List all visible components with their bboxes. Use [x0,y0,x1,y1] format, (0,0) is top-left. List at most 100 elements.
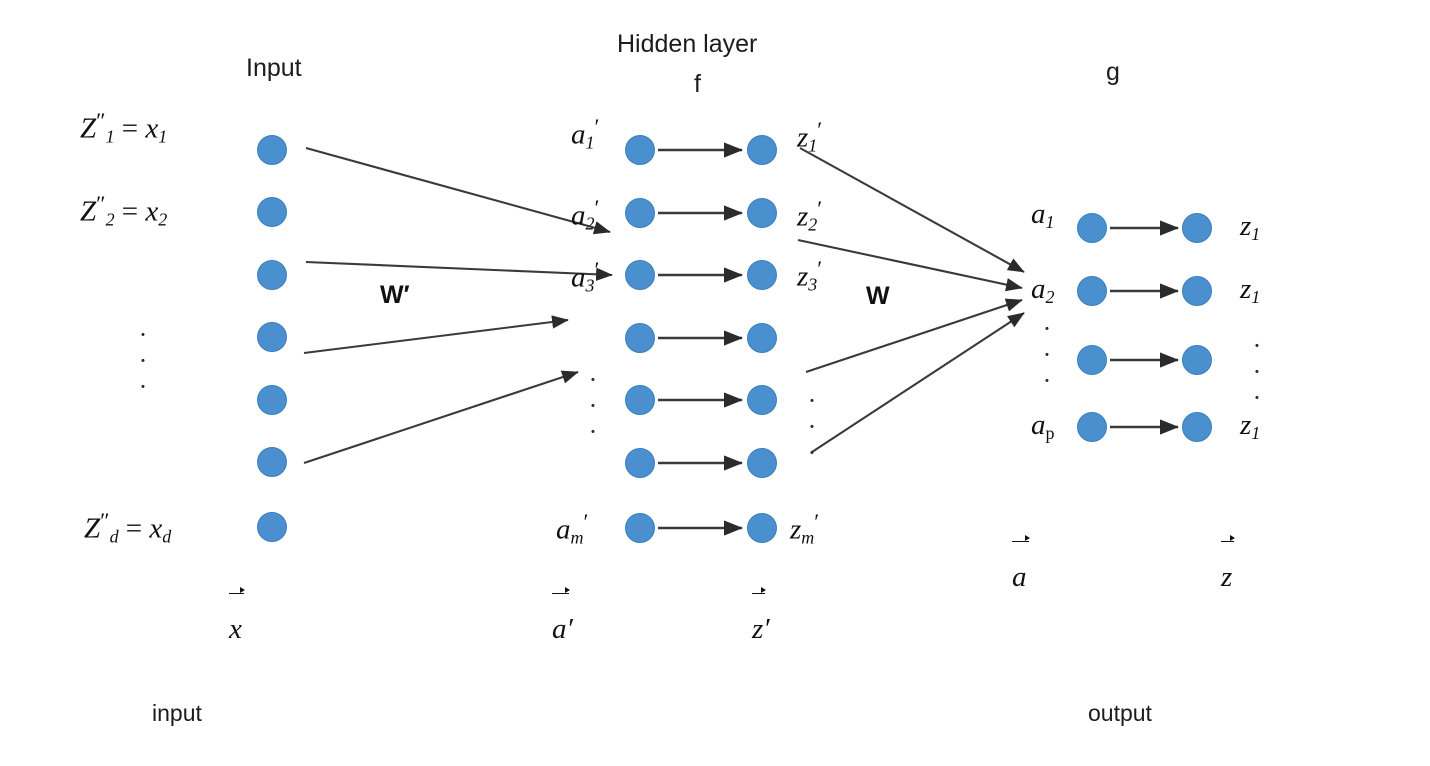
vector-a-prime-mark: ′ [566,613,573,645]
hidden-a-ellipsis-dot-2: · [588,391,598,420]
hidden-z-node-6[interactable] [747,448,777,478]
output-z-label-1-base: z [1240,210,1252,242]
hidden-z-label-3-base: z [797,260,809,293]
hidden-a-node-3[interactable] [625,260,655,290]
hidden-z-label-1-prime: ′ [817,117,823,142]
vector-label-z: z [1221,535,1236,594]
input-label-1-z: Z [80,112,97,145]
output-a-node-1[interactable] [1077,213,1107,243]
vector-x-symbol: x [229,587,245,645]
weight-label-w: W [866,282,890,310]
hidden-z-node-4[interactable] [747,323,777,353]
hidden-a-label-2-prime: ′ [594,195,600,220]
input-node-4[interactable] [257,322,287,352]
output-a-node-2[interactable] [1077,276,1107,306]
hidden-a-label-3-base: a [571,261,586,294]
hidden-z-node-1[interactable] [747,135,777,165]
header-hidden-activation-f: f [694,70,701,98]
edge-hiddenz2-outputa2 [797,238,1023,292]
output-z-label-2-sub: 1 [1251,287,1261,308]
vector-a-symbol: a [1012,535,1029,593]
hidden-a-node-7[interactable] [625,513,655,543]
hidden-a-node-6[interactable] [625,448,655,478]
output-a-label-2: a2 [1031,273,1055,308]
input-node-1[interactable] [257,135,287,165]
input-node-2[interactable] [257,197,287,227]
input-label-ellipsis: · · · [136,322,150,400]
hidden-z-label-2: z2′ [797,196,823,235]
hidden-a-label-1-base: a [571,118,586,151]
hidden-z-node-7[interactable] [747,513,777,543]
output-z-label-3-sub: 1 [1251,423,1261,444]
hidden-a-label-m-prime: ′ [583,509,589,534]
edge-group-hidden-intra [658,142,743,536]
output-a-node-4[interactable] [1077,412,1107,442]
input-label-1: Z″1 = x1 [80,108,167,147]
output-z-label-2-base: z [1240,273,1252,305]
hidden-a-ellipsis-dot-3: · [588,417,598,446]
hidden-z-label-m: zm′ [790,510,819,548]
hidden-z-label-m-sub: m [801,527,815,548]
input-node-5[interactable] [257,385,287,415]
hidden-a-label-3-sub: 3 [585,275,595,296]
input-ellipsis-dot-2: · [138,346,148,375]
hidden-z-label-3-sub: 3 [808,274,818,295]
output-z-node-2[interactable] [1182,276,1212,306]
weight-label-w-prime: W′ [380,283,410,308]
hidden-z-label-3: z3′ [797,257,822,295]
input-label-1-x: x [145,112,159,145]
output-z-ellipsis-dot-2: · [1252,357,1262,386]
hidden-z-ellipsis-dot-3: · [807,438,817,467]
input-node-3[interactable] [257,260,287,290]
vector-z-prime-symbol: z [752,587,767,645]
edge-input4-hidden4 [303,315,569,355]
output-z-label-1: z1 [1240,210,1261,245]
input-label-d-z: Z [84,512,101,545]
input-node-7[interactable] [257,512,287,542]
hidden-a-node-1[interactable] [625,135,655,165]
vector-label-a: a [1012,535,1029,594]
input-label-1-sub: 1 [105,126,115,147]
input-label-d-xsub: d [162,526,172,547]
output-a-ellipsis-dot-2: · [1042,340,1052,369]
output-z-label-3: z1 [1240,409,1261,444]
hidden-z-node-2[interactable] [747,198,777,228]
output-z-node-1[interactable] [1182,213,1212,243]
input-node-6[interactable] [257,447,287,477]
output-z-label-3-base: z [1240,409,1252,441]
output-a-label-1-base: a [1031,198,1046,230]
edge-group-output-intra [1110,220,1179,435]
output-a-label-2-base: a [1031,273,1046,305]
input-label-1-dprime: ″ [96,108,106,133]
edge-input3-hidden3 [305,260,613,282]
hidden-a-label-2-base: a [571,199,586,232]
output-a-ellipsis-dot-3: · [1042,366,1052,395]
output-z-node-4[interactable] [1182,412,1212,442]
vector-label-x: x [229,587,245,646]
hidden-z-node-5[interactable] [747,385,777,415]
hidden-z-label-1-sub: 1 [808,135,818,156]
hidden-z-node-3[interactable] [747,260,777,290]
hidden-a-node-5[interactable] [625,385,655,415]
output-z-ellipsis: · · · [1250,333,1264,411]
hidden-a-label-1: a1′ [571,115,599,151]
output-a-ellipsis-dot-1: · [1042,314,1052,343]
output-a-label-2-sub: 2 [1045,287,1055,308]
edge-hiddenz7-outputa2 [811,312,1025,453]
hidden-a-ellipsis-dot-1: · [588,365,598,394]
hidden-z-label-2-base: z [797,200,809,233]
output-z-label-1-sub: 1 [1251,224,1261,245]
hidden-z-label-2-sub: 2 [808,214,818,235]
output-z-node-3[interactable] [1182,345,1212,375]
edge-group-w-prime [303,146,613,464]
hidden-a-node-4[interactable] [625,323,655,353]
input-ellipsis-dot-3: · [138,372,148,401]
output-a-node-3[interactable] [1077,345,1107,375]
hidden-a-node-2[interactable] [625,198,655,228]
output-a-ellipsis: · · · [1040,316,1054,394]
output-z-label-2: z1 [1240,273,1261,308]
input-label-2-x: x [145,195,159,228]
hidden-z-label-2-prime: ′ [817,196,823,221]
vector-z-prime-mark: ′ [763,613,770,645]
